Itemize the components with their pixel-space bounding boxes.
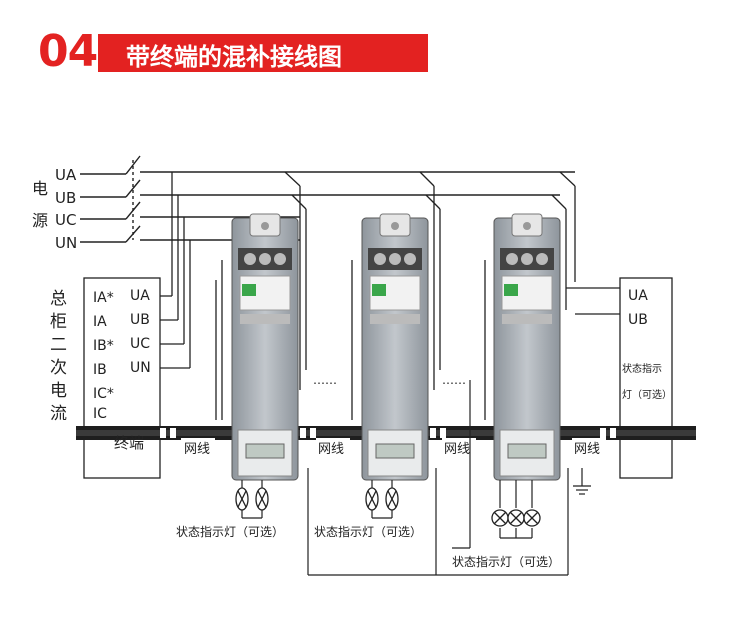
indicator-label-1: 状态指示灯（可选） [176, 524, 284, 539]
power-labels: 电 源 UA UB UC UN [32, 166, 77, 252]
main-voltage-ub: UB [130, 312, 150, 328]
end-box [619, 277, 673, 479]
power-side-label-1: 电 [32, 179, 48, 198]
network-label-2: 网线 [318, 442, 344, 457]
continuation-dots-1: …… [313, 373, 337, 387]
lower-wiring [241, 380, 591, 576]
main-side-label-4: 次 [50, 358, 67, 378]
current-ia: IA [93, 314, 107, 330]
network-labels: 网线 网线 网线 网线 …… …… [184, 373, 600, 457]
capacitor-device-3 [493, 213, 561, 481]
main-side-label-3: 二 [50, 335, 67, 355]
section-number: 04 [38, 26, 98, 77]
title-bar [98, 34, 428, 72]
main-cabinet-box [83, 277, 161, 479]
power-line-un: UN [55, 234, 77, 252]
end-voltage-ua: UA [628, 288, 648, 304]
main-side-label-2: 柜 [50, 312, 67, 332]
terminal-label: 终端 [114, 434, 144, 452]
main-side-label-5: 电 [50, 381, 67, 401]
power-side-label-2: 源 [32, 211, 48, 230]
indicator-lamps [235, 487, 541, 527]
end-indicator-text-2: 灯（可选） [622, 388, 672, 401]
power-line-ub: UB [55, 189, 76, 207]
main-box-labels: 总 柜 二 次 电 流 IA* IA IB* IB IC* IC UA UB U… [50, 288, 151, 452]
device-1-feeds [215, 171, 307, 420]
current-ib-star: IB* [93, 338, 114, 354]
network-label-1: 网线 [184, 442, 210, 457]
network-label-3: 网线 [444, 442, 470, 457]
indicator-label-2: 状态指示灯（可选） [314, 524, 422, 539]
main-side-label-6: 流 [50, 404, 67, 424]
power-line-ua: UA [55, 166, 77, 184]
device-3-feeds [484, 171, 620, 420]
main-voltage-un: UN [130, 360, 151, 376]
end-voltage-ub: UB [628, 312, 648, 328]
main-side-label-1: 总 [50, 289, 67, 309]
power-lines [80, 155, 575, 243]
capacitor-device-2 [361, 213, 429, 481]
current-ia-star: IA* [93, 290, 114, 306]
current-ic: IC [93, 406, 107, 422]
current-ic-star: IC* [93, 386, 114, 402]
main-voltage-uc: UC [130, 336, 150, 352]
end-box-labels: UA UB 状态指示 灯（可选） [622, 288, 672, 401]
indicator-labels: 状态指示灯（可选） 状态指示灯（可选） 状态指示灯（可选） [176, 524, 560, 569]
capacitor-device-1 [231, 213, 299, 481]
section-title: 带终端的混补接线图 [126, 43, 342, 71]
device-2-feeds [351, 171, 441, 420]
indicator-label-3: 状态指示灯（可选） [452, 554, 560, 569]
main-box-voltage-feeds [160, 172, 191, 369]
main-voltage-ua: UA [130, 288, 150, 304]
continuation-dots-2: …… [442, 373, 466, 387]
current-ib: IB [93, 362, 107, 378]
network-label-4: 网线 [574, 442, 600, 457]
power-line-uc: UC [55, 211, 76, 229]
end-indicator-text-1: 状态指示 [622, 362, 662, 375]
